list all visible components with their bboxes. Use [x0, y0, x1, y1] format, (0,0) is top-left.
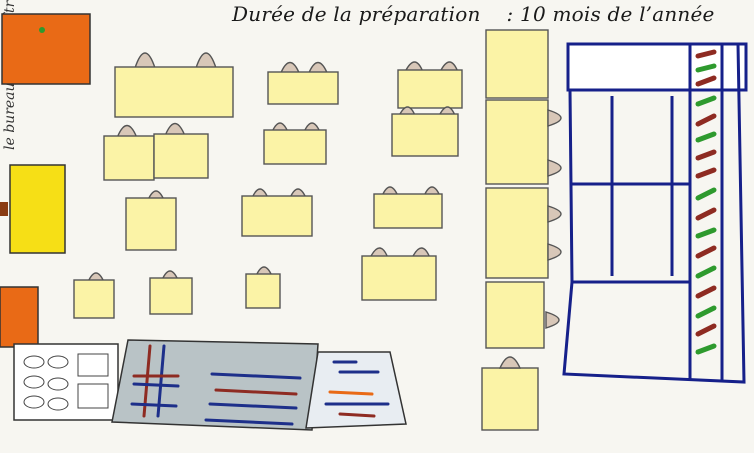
desk-group: [73, 52, 463, 319]
desk: [245, 266, 281, 309]
desk: [114, 52, 234, 118]
rug-left: [13, 343, 119, 421]
desk: [263, 122, 327, 165]
desk: [391, 106, 459, 157]
green-dot: [39, 27, 45, 33]
yellow-block: [9, 164, 66, 254]
desk: [267, 61, 339, 105]
desk: [397, 61, 463, 109]
shelf-unit: [562, 42, 748, 384]
desk: [241, 188, 313, 237]
orange-block-top: [1, 13, 91, 85]
title-activity: Durée de la préparation: [232, 2, 481, 26]
shelf-books: [695, 49, 717, 355]
rug-center: [111, 339, 319, 431]
title-duration: : 10 mois de l’année: [506, 2, 715, 26]
orange-block-bottom: [0, 286, 39, 348]
desk: [103, 122, 209, 181]
desk: [125, 190, 177, 251]
desk: [373, 186, 443, 229]
desk: [73, 272, 115, 319]
drawing-title: Durée de la préparation : 10 mois de l’an…: [232, 2, 715, 26]
desk-column: [481, 29, 562, 431]
desk: [149, 270, 193, 315]
desk: [361, 247, 437, 301]
door-handle: [0, 202, 8, 216]
rug-right: [305, 351, 407, 429]
